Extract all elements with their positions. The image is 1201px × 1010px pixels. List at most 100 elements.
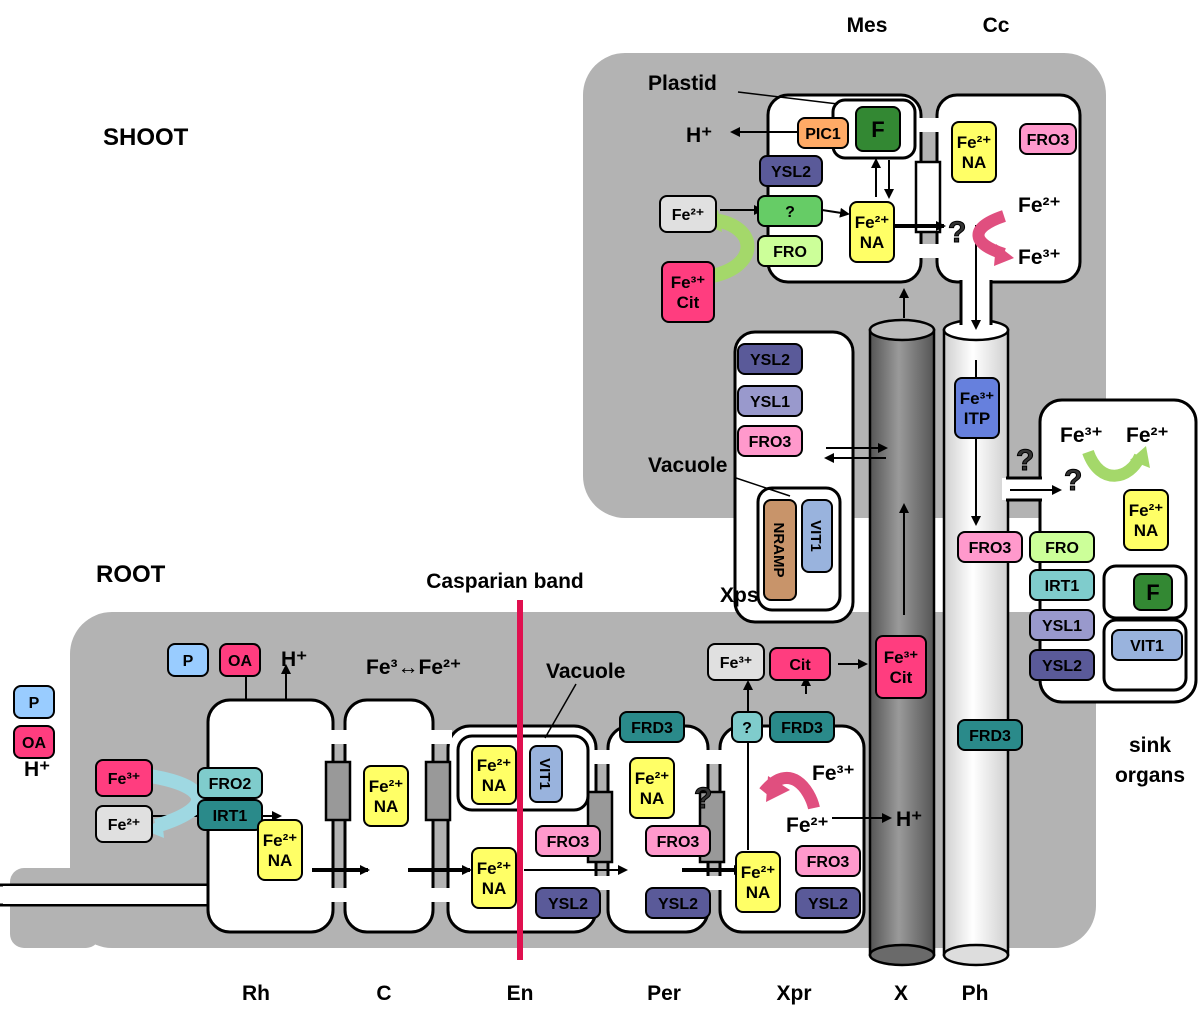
chip-fro2-text: FRO2 bbox=[209, 776, 252, 793]
casparian-label: Casparian band bbox=[426, 570, 584, 593]
chip-vit1-root-box bbox=[529, 745, 563, 803]
h-soil: H⁺ bbox=[24, 758, 50, 781]
chip-fro3-en-box bbox=[535, 825, 601, 857]
xpr-fe2: Fe²⁺ bbox=[786, 814, 829, 837]
chip-fro3-xps-box bbox=[737, 425, 803, 457]
chip-oa-root: OA bbox=[219, 643, 261, 677]
chip-fe2na-mes: Fe²⁺NA bbox=[849, 201, 895, 263]
chip-fe3cit-mes-box bbox=[661, 261, 715, 323]
chip-fe2na-cc-text: Fe²⁺ bbox=[957, 133, 992, 152]
chip-ferritin-sink-box bbox=[1133, 573, 1173, 611]
chip-ysl2-en-box bbox=[535, 887, 601, 919]
chip-ysl2-xpr: YSL2 bbox=[795, 887, 861, 919]
cc-fe3: Fe³⁺ bbox=[1018, 246, 1061, 269]
chip-ysl1-xps-text: YSL1 bbox=[750, 394, 790, 411]
chip-ysl2-per-box bbox=[645, 887, 711, 919]
chip-ferritin-sink: F bbox=[1133, 573, 1173, 611]
chip-fe2na-c-box bbox=[363, 765, 409, 827]
chip-fro3-ph-box bbox=[957, 531, 1023, 563]
chip-p-soil-text: P bbox=[29, 695, 40, 712]
chip-fe2na-cc: Fe²⁺NA bbox=[951, 121, 997, 183]
chip-ferritin-mes-text: F bbox=[871, 117, 884, 142]
xpr-fe3: Fe³⁺ bbox=[812, 762, 855, 785]
chip-ysl2-sink: YSL2 bbox=[1029, 649, 1095, 681]
chip-q-xpr: ? bbox=[731, 711, 763, 743]
chip-oa-root-text: OA bbox=[228, 653, 252, 670]
chip-fe2na-cc-box bbox=[951, 121, 997, 183]
mes-label: Mes bbox=[847, 14, 888, 37]
chip-fe2na-c: Fe²⁺NA bbox=[363, 765, 409, 827]
chip-fe2na-sink-text: Fe²⁺ bbox=[1129, 501, 1164, 520]
chip-fro3-xpr-box bbox=[795, 845, 861, 877]
chip-fro3-per: FRO3 bbox=[645, 825, 711, 857]
chip-ysl1-sink: YSL1 bbox=[1029, 609, 1095, 641]
cc-label: Cc bbox=[983, 14, 1010, 37]
sink-label-2: organs bbox=[1115, 764, 1185, 787]
chip-ysl1-xps: YSL1 bbox=[737, 385, 803, 417]
chip-p-root-box bbox=[167, 643, 209, 677]
plastid-label: Plastid bbox=[648, 72, 717, 95]
chip-q-mes: ? bbox=[757, 195, 823, 227]
chip-fro-mes: FRO bbox=[757, 235, 823, 267]
h-rh: H⁺ bbox=[281, 648, 307, 671]
chip-ferritin-mes: F bbox=[855, 106, 901, 152]
chip-fro3-cc: FRO3 bbox=[1019, 123, 1077, 155]
chip-ysl2-mes: YSL2 bbox=[759, 155, 823, 187]
chip-vit1-sink-text: VIT1 bbox=[1130, 638, 1164, 655]
chip-ysl1-xps-box bbox=[737, 385, 803, 417]
chip-vit1-sink: VIT1 bbox=[1111, 629, 1183, 661]
chip-p-root: P bbox=[167, 643, 209, 677]
chip-pic1-text: PIC1 bbox=[805, 126, 841, 143]
chip-vit1-xps: VIT1 bbox=[801, 499, 833, 573]
chip-fe3itp-text: Fe³⁺ bbox=[960, 389, 995, 408]
chip-fe2-mes-box bbox=[659, 195, 717, 233]
c-label: C bbox=[376, 982, 391, 1005]
chip-vit1-root: VIT1 bbox=[529, 745, 563, 803]
chip-fe2na-vac-box bbox=[471, 745, 517, 805]
q-sink: ? bbox=[1064, 464, 1082, 497]
chip-fe3cit-x-text: Fe³⁺ bbox=[884, 648, 919, 667]
chip-fe2-mes: Fe²⁺ bbox=[659, 195, 717, 233]
chip-fe2na-en-text: NA bbox=[482, 879, 507, 898]
vacuole-root-label: Vacuole bbox=[546, 660, 625, 683]
chip-irt1-sink-text: IRT1 bbox=[1045, 578, 1080, 595]
cc-oxidation-arrow bbox=[972, 210, 1007, 260]
chip-fe2na-rh-text: Fe²⁺ bbox=[263, 831, 298, 850]
chip-fe2na-en: Fe²⁺NA bbox=[471, 847, 517, 909]
chip-ysl2-mes-box bbox=[759, 155, 823, 187]
ph-label: Ph bbox=[962, 982, 989, 1005]
chip-cit-xpr: Cit bbox=[769, 647, 831, 681]
chip-fe3cit-x: Fe³⁺Cit bbox=[875, 635, 927, 699]
chip-fe2na-mes-text: NA bbox=[860, 233, 885, 252]
chip-fe2-root-box bbox=[95, 805, 153, 843]
q-phloem-sink: ? bbox=[1016, 444, 1034, 477]
chip-fro-sink: FRO bbox=[1029, 531, 1095, 563]
chip-frd3-per-box bbox=[619, 711, 685, 743]
chip-fro3-xpr-text: FRO3 bbox=[807, 854, 850, 871]
chip-p-soil: P bbox=[13, 685, 55, 719]
chip-oa-soil: OA bbox=[13, 725, 55, 759]
chip-fe2na-mes-box bbox=[849, 201, 895, 263]
chip-ysl2-per-text: YSL2 bbox=[658, 896, 698, 913]
chip-fe2na-c-text: NA bbox=[374, 797, 399, 816]
chip-q-mes-text: ? bbox=[785, 204, 795, 221]
root-label: ROOT bbox=[96, 561, 166, 588]
chip-fe3cit-mes-text: Cit bbox=[677, 293, 700, 312]
chip-fe3-xpr-box bbox=[707, 643, 765, 681]
chip-fro2-box bbox=[197, 767, 263, 799]
chip-fro3-xps-text: FRO3 bbox=[749, 434, 792, 451]
chip-frd3-ph: FRD3 bbox=[957, 719, 1023, 751]
fe-equilibrium: Fe³↔Fe²⁺ bbox=[366, 656, 461, 679]
chip-fro3-per-box bbox=[645, 825, 711, 857]
chip-fro-sink-text: FRO bbox=[1045, 540, 1079, 557]
chip-ysl2-xpr-box bbox=[795, 887, 861, 919]
chip-ysl2-sink-text: YSL2 bbox=[1042, 658, 1082, 675]
cc-fe2: Fe²⁺ bbox=[1018, 194, 1061, 217]
chip-frd3-per: FRD3 bbox=[619, 711, 685, 743]
vacuole-shoot-label: Vacuole bbox=[648, 454, 727, 477]
chip-ysl2-xps-text: YSL2 bbox=[750, 352, 790, 369]
chip-irt1-root: IRT1 bbox=[197, 799, 263, 831]
chip-ysl2-xpr-text: YSL2 bbox=[808, 896, 848, 913]
en-label: En bbox=[507, 982, 534, 1005]
chip-fe2na-per-text: NA bbox=[640, 789, 665, 808]
